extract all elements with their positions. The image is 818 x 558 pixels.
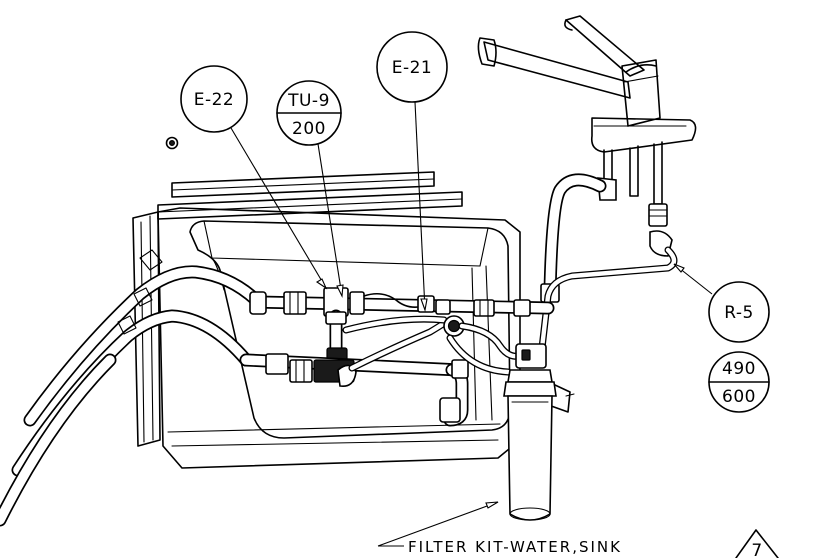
callout-tu9-qty: 200 — [292, 119, 326, 139]
filter-feed-tubes — [446, 322, 524, 376]
callout-r5: R-5 490 600 — [673, 263, 770, 413]
callout-tu9: TU-9 200 — [276, 80, 344, 298]
callout-r5-qty-bottom: 600 — [722, 387, 756, 407]
callout-e22: E-22 — [180, 65, 328, 290]
water-filter — [503, 343, 575, 521]
caption-text: FILTER KIT-WATER,SINK — [408, 538, 622, 556]
faucet-supply-tube-left — [540, 173, 607, 303]
callout-e21: E-21 — [376, 31, 448, 313]
callout-r5-balloon — [708, 281, 770, 343]
callout-e21-label: E-21 — [392, 58, 433, 78]
sink-basin — [132, 171, 521, 469]
loose-nut — [165, 136, 179, 150]
callout-e22-balloon — [180, 65, 248, 133]
callout-e21-balloon — [376, 31, 448, 103]
sheet-marker-number: 7 — [751, 541, 762, 558]
callout-tu9-part: TU-9 — [287, 91, 330, 111]
faucet — [477, 15, 697, 227]
sheet-marker-triangle — [735, 529, 779, 558]
callout-r5-qty-top: 490 — [722, 359, 756, 379]
lower-pipe-assembly — [239, 315, 469, 427]
callout-e22-label: E-22 — [194, 90, 235, 110]
caption: FILTER KIT-WATER,SINK 7 — [377, 501, 779, 558]
callout-r5-label: R-5 — [724, 303, 754, 323]
drain-hoses-left — [0, 249, 263, 527]
small-tube-r5 — [538, 230, 678, 352]
